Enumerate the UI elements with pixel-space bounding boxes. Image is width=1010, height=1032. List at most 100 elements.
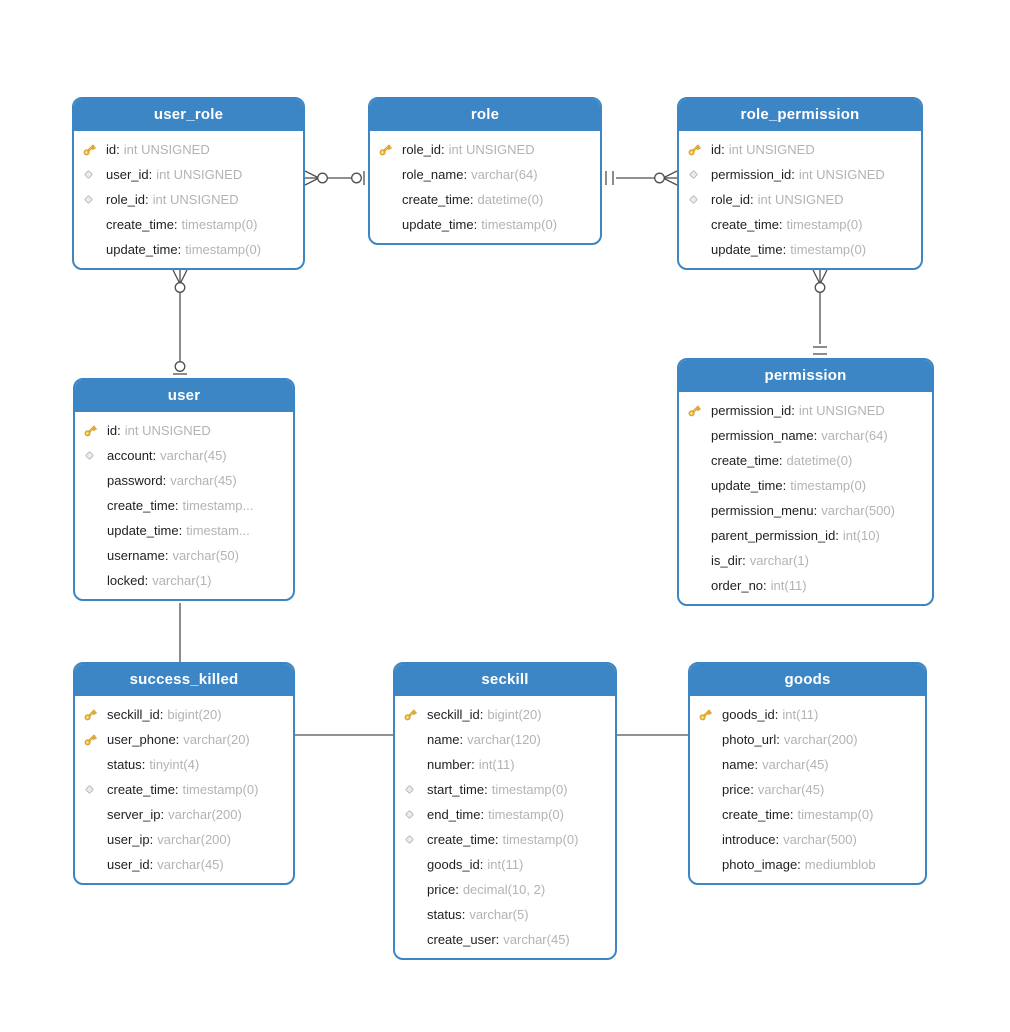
field-separator: : bbox=[721, 142, 725, 157]
field-type: varchar(64) bbox=[821, 428, 888, 443]
field-row: introduce:varchar(500) bbox=[698, 827, 919, 852]
field-type: timestamp(0) bbox=[488, 807, 564, 822]
field-separator: : bbox=[149, 832, 154, 847]
field-separator: : bbox=[144, 573, 149, 588]
table-title: user bbox=[167, 387, 201, 404]
field-row: create_time:timestamp(0) bbox=[403, 827, 609, 852]
field-row: name:varchar(45) bbox=[698, 752, 919, 777]
field-row: status:varchar(5) bbox=[403, 902, 609, 927]
field-row: create_time:timestamp(0) bbox=[698, 802, 919, 827]
field-row: role_id:int UNSIGNED bbox=[82, 187, 297, 212]
field-type: varchar(200) bbox=[783, 732, 858, 747]
table-seckill[interactable]: seckill seckill_id:bigint(20)name:varchar… bbox=[393, 662, 617, 960]
field-separator: : bbox=[141, 757, 146, 772]
field-row: seckill_id:bigint(20) bbox=[403, 702, 609, 727]
table-header[interactable]: role_permission bbox=[679, 99, 921, 131]
field-separator: : bbox=[750, 782, 754, 797]
field-name: photo_url bbox=[722, 732, 777, 747]
field-type: varchar(5) bbox=[469, 907, 529, 922]
field-type: varchar(64) bbox=[471, 167, 538, 182]
field-separator: : bbox=[835, 528, 839, 543]
field-name: user_ip bbox=[107, 832, 150, 847]
field-name: create_time bbox=[402, 192, 470, 207]
field-row: user_id:varchar(45) bbox=[83, 852, 287, 877]
field-name: create_time bbox=[107, 782, 175, 797]
field-name: permission_menu bbox=[711, 503, 814, 518]
field-name: role_id bbox=[402, 142, 442, 157]
field-type: timestam... bbox=[186, 523, 250, 538]
table-goods[interactable]: goods goods_id:int(11) photo_url: varchar(2… bbox=[688, 662, 927, 885]
field-name: create_user bbox=[427, 932, 496, 947]
field-type: varchar(200) bbox=[168, 807, 242, 822]
field-row: update_time:timestamp(0) bbox=[378, 212, 594, 237]
field-separator: : bbox=[813, 428, 818, 443]
field-row: permission_menu:varchar(500) bbox=[687, 498, 926, 523]
index-icon bbox=[83, 449, 107, 462]
field-separator: : bbox=[116, 142, 120, 157]
field-type: timestamp... bbox=[182, 498, 254, 513]
field-separator: : bbox=[145, 192, 149, 207]
field-type: varchar(45) bbox=[157, 857, 224, 872]
field-row: role_id:int UNSIGNED bbox=[378, 137, 594, 162]
field-separator: : bbox=[461, 907, 466, 922]
table-header[interactable]: user_role bbox=[74, 99, 303, 131]
field-name: is_dir bbox=[711, 553, 743, 568]
table-header[interactable]: permission bbox=[679, 360, 932, 392]
field-row: update_time:timestam... bbox=[83, 518, 287, 543]
field-type: varchar(45) bbox=[170, 473, 237, 488]
field-type: timestamp(0) bbox=[185, 242, 262, 257]
field-type: varchar(20) bbox=[183, 732, 250, 747]
field-type: timestamp(0) bbox=[491, 782, 568, 797]
field-separator: : bbox=[763, 578, 767, 593]
field-name: create_time bbox=[722, 807, 790, 822]
table-header[interactable]: goods bbox=[690, 664, 925, 696]
field-name: permission_id bbox=[711, 403, 792, 418]
table-field-list: goods_id:int(11) photo_url: varchar(200) na… bbox=[690, 696, 925, 883]
field-type: datetime(0) bbox=[786, 453, 853, 468]
table-header[interactable]: role bbox=[370, 99, 600, 131]
table-header[interactable]: success_killed bbox=[75, 664, 293, 696]
field-type: int UNSIGNED bbox=[156, 167, 243, 182]
table-header[interactable]: user bbox=[75, 380, 293, 412]
field-type: decimal(10, 2) bbox=[462, 882, 546, 897]
index-icon bbox=[687, 193, 711, 206]
index-icon bbox=[82, 193, 106, 206]
primary-key-icon bbox=[83, 423, 107, 438]
field-separator: : bbox=[152, 448, 157, 463]
table-title: success_killed bbox=[129, 671, 239, 688]
field-separator: : bbox=[791, 403, 795, 418]
field-name: name bbox=[722, 757, 755, 772]
field-separator: : bbox=[149, 857, 154, 872]
field-row: create_time:datetime(0) bbox=[378, 187, 594, 212]
field-name: name bbox=[427, 732, 460, 747]
field-type: varchar(500) bbox=[783, 832, 857, 847]
field-type: int UNSIGNED bbox=[728, 142, 815, 157]
field-separator: : bbox=[791, 167, 795, 182]
field-row: password:varchar(45) bbox=[83, 468, 287, 493]
field-type: varchar(45) bbox=[762, 757, 829, 772]
field-name: update_time bbox=[107, 523, 179, 538]
field-separator: : bbox=[178, 523, 183, 538]
field-name: update_time bbox=[402, 217, 474, 232]
field-separator: : bbox=[750, 192, 754, 207]
table-header[interactable]: seckill bbox=[395, 664, 615, 696]
field-separator: : bbox=[797, 857, 801, 872]
field-separator: : bbox=[164, 548, 169, 563]
field-row: goods_id:int(11) bbox=[698, 702, 919, 727]
field-type: int UNSIGNED bbox=[124, 423, 211, 438]
field-separator: : bbox=[117, 423, 121, 438]
field-row: create_time:timestamp(0) bbox=[82, 212, 297, 237]
field-separator: : bbox=[774, 707, 779, 722]
field-type: bigint(20) bbox=[167, 707, 222, 722]
field-type: timestamp(0) bbox=[797, 807, 874, 822]
field-name: account bbox=[107, 448, 153, 463]
field-name: start_time bbox=[427, 782, 485, 797]
field-name: user_phone bbox=[107, 732, 176, 747]
field-name: role_name bbox=[402, 167, 464, 182]
